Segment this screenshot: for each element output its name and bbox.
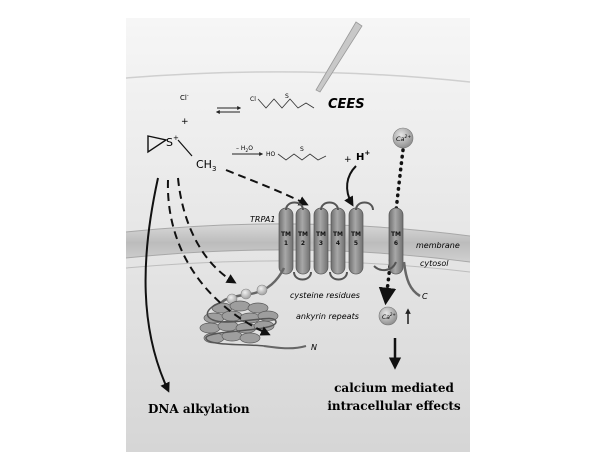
proton-label: H+ bbox=[356, 149, 370, 163]
hydroxy-plus: + bbox=[344, 155, 352, 165]
calcium-effects-line2: intracellular effects bbox=[327, 399, 461, 413]
calcium-ion-top-label: Ca2+ bbox=[396, 134, 411, 143]
tm-label: TM bbox=[351, 231, 361, 238]
ankyrin-backbone bbox=[205, 301, 277, 347]
ankyrin-repeat-2 bbox=[229, 300, 251, 312]
tm-helix-1: TM 1 bbox=[278, 207, 294, 275]
hydroxy-label: HO bbox=[266, 151, 276, 158]
cees-label: CEES bbox=[328, 97, 365, 112]
tm-number: 1 bbox=[284, 240, 288, 247]
ethyl-bond bbox=[177, 139, 193, 157]
ankyrin-repeat-domain bbox=[199, 300, 279, 347]
calcium-effects-line1: calcium mediated bbox=[334, 381, 454, 395]
hydroxy-skeleton bbox=[277, 153, 327, 161]
methyl-group: CH3 bbox=[196, 158, 216, 173]
tm-helix-5: TM 5 bbox=[348, 207, 364, 275]
cees-skeleton bbox=[257, 98, 315, 109]
extracellular-loop-2 bbox=[320, 201, 339, 211]
cees-chlorine: Cl bbox=[250, 96, 256, 103]
tm-number: 5 bbox=[354, 240, 358, 247]
calcium-ion-bottom-label: Ca2+ bbox=[382, 312, 396, 321]
n-terminal-tail bbox=[263, 345, 307, 350]
n-terminus-label: N bbox=[311, 343, 317, 352]
cysteine-residue-1 bbox=[256, 284, 268, 296]
pore-loop bbox=[373, 261, 397, 272]
extracellular-loop-1 bbox=[285, 201, 304, 211]
tm-number: 4 bbox=[336, 240, 340, 247]
pipette-icon bbox=[315, 21, 363, 93]
calcium-ion-extracellular bbox=[392, 127, 414, 149]
membrane-label: membrane bbox=[416, 241, 460, 250]
ankyrin-repeat-5 bbox=[221, 310, 243, 322]
cell-outline bbox=[125, 71, 471, 83]
intracellular-loop-1 bbox=[293, 271, 312, 281]
tm-label: TM bbox=[391, 231, 401, 238]
intracellular-loop-2 bbox=[329, 271, 348, 281]
water-loss-label: – H2O bbox=[236, 145, 253, 154]
cysteine-residue-2 bbox=[240, 288, 252, 300]
tm-number: 2 bbox=[301, 240, 305, 247]
ankyrin-repeats-label: ankyrin repeats bbox=[296, 312, 359, 321]
dna-alkylation-arrow bbox=[144, 177, 170, 393]
tm-label: TM bbox=[298, 231, 308, 238]
cytosol-label: cytosol bbox=[420, 259, 449, 268]
tm-label: TM bbox=[281, 231, 291, 238]
tm-helix-3: TM 3 bbox=[313, 207, 329, 275]
alkylation-arrow-cysteine bbox=[177, 177, 237, 284]
tm-helix-2: TM 2 bbox=[295, 207, 311, 275]
tm-number: 6 bbox=[394, 240, 398, 247]
sulfonium-atom: S+ bbox=[166, 134, 179, 149]
proton-activation-arrow bbox=[344, 165, 357, 207]
tm-label: TM bbox=[333, 231, 343, 238]
tm-helix-body bbox=[388, 207, 404, 275]
ankyrin-repeat-14 bbox=[239, 332, 261, 344]
alkylation-arrow-channel bbox=[225, 169, 309, 206]
episulfonium-ring bbox=[147, 135, 168, 154]
tm-label: TM bbox=[316, 231, 326, 238]
c-terminal-tail bbox=[402, 261, 421, 298]
extracellular-loop-3 bbox=[355, 201, 374, 211]
c-terminus-label: C bbox=[422, 292, 428, 301]
calcium-ion-intracellular bbox=[378, 306, 398, 326]
tm-helix-4: TM 4 bbox=[330, 207, 346, 275]
tm-number: 3 bbox=[319, 240, 323, 247]
trpa1-label: TRPA1 bbox=[250, 215, 275, 224]
ankyrin-repeat-8 bbox=[199, 322, 221, 334]
trpa1-transmembrane-domain: TM 1 TM 2 TM 3 TM 4 TM 5 TM 6 bbox=[278, 207, 404, 275]
plus-sign: + bbox=[181, 117, 189, 127]
hydroxy-sulfur: S bbox=[300, 146, 304, 153]
cysteine-residues-label: cysteine residues bbox=[290, 291, 360, 300]
ankyrin-repeat-3 bbox=[247, 302, 269, 314]
cees-sulfur: S bbox=[285, 93, 289, 100]
chloride-ion: Cl- bbox=[180, 93, 189, 102]
dna-alkylation-label: DNA alkylation bbox=[148, 402, 250, 416]
tm-helix-6: TM 6 bbox=[388, 207, 404, 275]
